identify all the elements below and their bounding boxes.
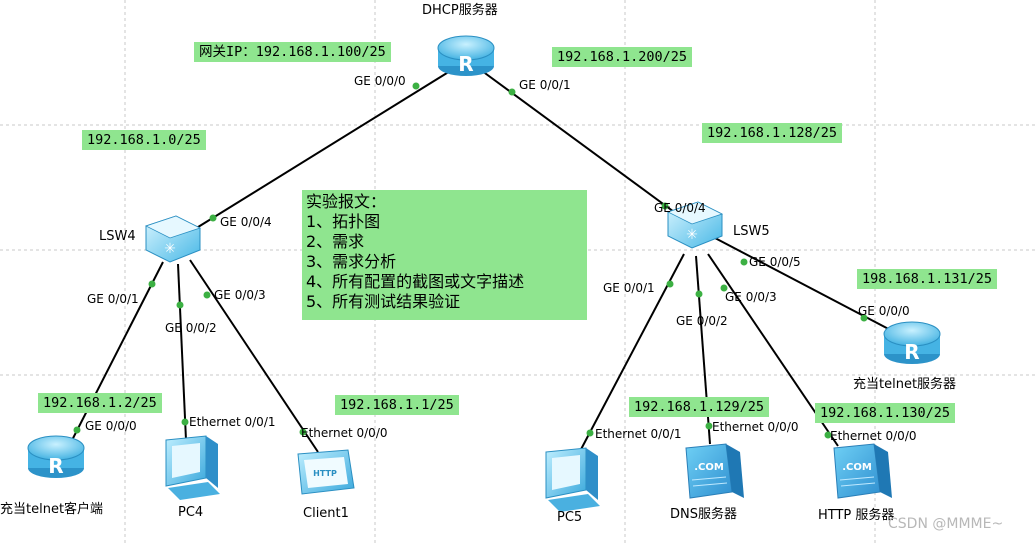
device-label-pc5: PC5 xyxy=(557,510,583,525)
note-item: 1、拓扑图 xyxy=(306,212,381,231)
note-item: 5、所有测试结果验证 xyxy=(306,292,461,311)
port-dot xyxy=(209,214,217,222)
note-item: 2、需求 xyxy=(306,232,365,251)
port-label-telnet-server-ge000: GE 0/0/0 xyxy=(858,304,910,318)
port-dots xyxy=(73,82,868,439)
port-label-dns-eth: Ethernet 0/0/0 xyxy=(712,420,799,434)
dns-server-icon[interactable]: .COM xyxy=(685,443,744,499)
device-label-dhcp-server: DHCP服务器 xyxy=(422,3,498,18)
port-dot xyxy=(148,280,156,288)
ip-tag-dhcp-right: 192.168.1.200/25 xyxy=(552,47,693,67)
port-label-lsw5-ge005: GE 0/0/5 xyxy=(749,255,801,269)
ip-tag-left-subnet: 192.168.1.0/25 xyxy=(82,130,206,150)
ip-tag-client1: 192.168.1.1/25 xyxy=(335,395,459,415)
svg-text:✳: ✳ xyxy=(164,241,176,257)
port-dot xyxy=(586,429,594,437)
port-dot xyxy=(661,202,669,210)
ip-tag-dns: 192.168.1.129/25 xyxy=(629,397,770,417)
switch-icon[interactable]: ✳ xyxy=(144,215,202,263)
port-dot xyxy=(176,301,184,309)
port-dot xyxy=(73,426,81,434)
port-label-lsw4-ge002: GE 0/0/2 xyxy=(165,321,217,335)
note-item: 4、所有配置的截图或文字描述 xyxy=(306,272,525,291)
port-label-pc5-eth: Ethernet 0/0/1 xyxy=(595,427,682,441)
port-label-lsw5-ge001: GE 0/0/1 xyxy=(603,281,655,295)
ip-tag-gateway: 网关IP：192.168.1.100/25 xyxy=(194,42,391,62)
port-label-lsw4-ge003: GE 0/0/3 xyxy=(214,288,266,302)
svg-text:R: R xyxy=(904,340,919,364)
port-dot xyxy=(860,314,868,322)
port-label-lsw5-ge003: GE 0/0/3 xyxy=(725,290,777,304)
port-dot xyxy=(412,82,420,90)
http-client-icon[interactable]: HTTP xyxy=(297,449,355,495)
port-label-lsw4-ge001: GE 0/0/1 xyxy=(87,292,139,306)
device-label-pc4: PC4 xyxy=(178,505,204,520)
switch-icon[interactable]: ✳ xyxy=(666,201,724,249)
device-label-lsw4: LSW4 xyxy=(99,229,136,244)
svg-text:R: R xyxy=(48,454,63,478)
port-dot xyxy=(181,418,189,426)
link-lsw4-client1 xyxy=(189,259,319,453)
router-icon[interactable]: R xyxy=(27,435,85,478)
device-label-lsw5: LSW5 xyxy=(733,224,770,239)
device-label-dns-server: DNS服务器 xyxy=(670,507,737,522)
port-dot xyxy=(299,428,307,436)
port-dot xyxy=(720,284,728,292)
device-label-http-server: HTTP 服务器 xyxy=(818,508,895,523)
note-item: 3、需求分析 xyxy=(306,252,397,271)
port-label-dhcp-ge000: GE 0/0/0 xyxy=(354,74,406,88)
port-dot xyxy=(695,290,703,298)
port-label-lsw4-ge004: GE 0/0/4 xyxy=(220,215,272,229)
device-label-telnet-client: 充当telnet客户端 xyxy=(0,502,104,517)
watermark: CSDN @MMME~ xyxy=(888,516,1004,532)
svg-text:✳: ✳ xyxy=(686,227,698,243)
svg-text:R: R xyxy=(458,52,473,76)
router-icon[interactable]: R xyxy=(883,321,941,364)
ip-tag-http: 192.168.1.130/25 xyxy=(815,403,956,423)
port-dot xyxy=(508,88,516,96)
port-dot xyxy=(705,422,713,430)
experiment-report-note: 实验报文： 1、拓扑图 2、需求 3、需求分析 4、所有配置的截图或文字描述 5… xyxy=(302,190,587,320)
port-label-dhcp-ge001: GE 0/0/1 xyxy=(519,78,571,92)
pc-icon[interactable] xyxy=(165,435,220,500)
ip-tag-right-subnet: 192.168.1.128/25 xyxy=(702,123,843,143)
pc-icon[interactable] xyxy=(545,447,600,512)
port-label-telnet-client-ge000: GE 0/0/0 xyxy=(85,419,137,433)
link-lsw5-telnet-server xyxy=(714,237,901,336)
link-dhcp-lsw4 xyxy=(189,67,456,233)
port-label-client1-eth: Ethernet 0/0/0 xyxy=(301,426,388,440)
port-dot xyxy=(203,291,211,299)
port-dot xyxy=(666,280,674,288)
port-dot xyxy=(824,431,832,439)
ip-tag-telnet-server: 198.168.1.131/25 xyxy=(857,269,998,289)
device-label-telnet-server: 充当telnet服务器 xyxy=(853,377,957,392)
svg-text:HTTP: HTTP xyxy=(313,469,337,478)
port-dot xyxy=(740,258,748,266)
port-label-http-eth: Ethernet 0/0/0 xyxy=(830,429,917,443)
svg-text:.COM: .COM xyxy=(842,462,872,473)
http-server-icon[interactable]: .COM xyxy=(833,443,892,499)
port-label-pc4-eth: Ethernet 0/0/1 xyxy=(189,415,276,429)
device-label-client1: Client1 xyxy=(303,506,349,521)
link-lsw5-pc5 xyxy=(577,253,685,456)
router-icon[interactable]: R xyxy=(437,35,495,76)
port-label-lsw5-ge004: GE 0/0/4 xyxy=(654,201,706,215)
ip-tag-telnet-client: 192.168.1.2/25 xyxy=(38,393,162,413)
note-title: 实验报文： xyxy=(306,192,387,211)
port-label-lsw5-ge002: GE 0/0/2 xyxy=(676,314,728,328)
svg-text:.COM: .COM xyxy=(694,462,724,473)
link-lsw4-telnet-client xyxy=(66,261,164,451)
link-lsw4-pc4 xyxy=(177,263,187,441)
